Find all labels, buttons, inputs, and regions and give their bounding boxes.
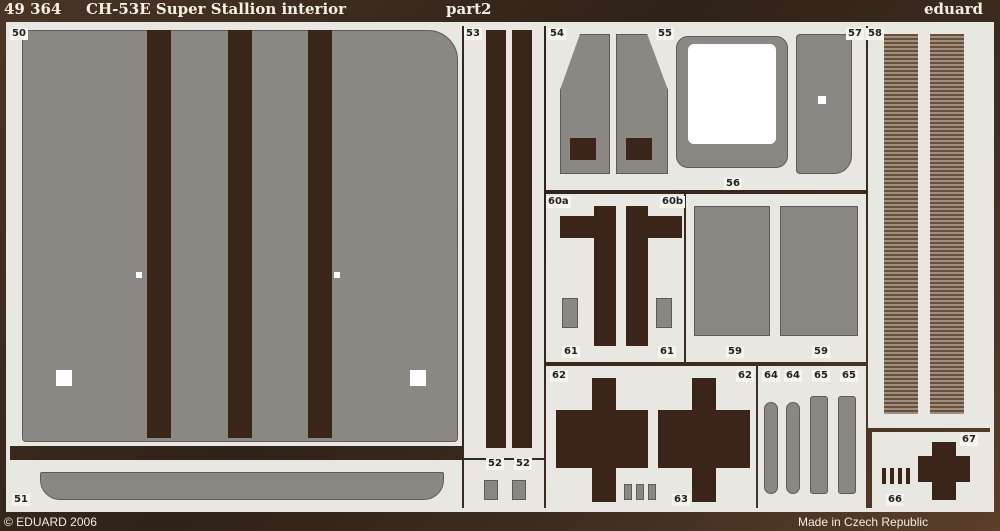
part-50-cutout-right (410, 370, 426, 386)
label-57: 57 (846, 28, 864, 40)
label-55: 55 (656, 28, 674, 40)
part-58-strip-left (884, 34, 918, 414)
part-66-pin-d (906, 468, 910, 484)
label-59a: 59 (726, 346, 744, 358)
part-50-cutout-left (56, 370, 72, 386)
label-54: 54 (548, 28, 566, 40)
part-59-left (694, 206, 770, 336)
part-55-window (626, 138, 652, 160)
label-52a: 52 (486, 458, 504, 470)
frame-left (6, 22, 10, 512)
part-56-opening (688, 44, 776, 144)
part-66-pin-a (882, 468, 886, 484)
part-61-left (562, 298, 578, 328)
label-60b: 60b (660, 196, 686, 208)
set-title: CH-53E Super Stallion interior (86, 0, 347, 18)
part-66-pin-c (898, 468, 902, 484)
label-65b: 65 (840, 370, 858, 382)
part-60b-arm (632, 216, 682, 238)
part-57-panel (796, 34, 852, 174)
part-63-piece-b (636, 484, 644, 500)
part-50-rail-1 (147, 30, 171, 438)
part-53-rail-1 (486, 30, 506, 448)
part-58-strip-right (930, 34, 964, 414)
part-60b-body (626, 206, 648, 346)
label-51: 51 (12, 494, 30, 506)
part-67-cross-v (932, 442, 956, 500)
label-58: 58 (866, 28, 884, 40)
frame-right (990, 22, 994, 512)
label-62a: 62 (550, 370, 568, 382)
part-52-frame (464, 460, 544, 508)
set-code: 49 364 (4, 0, 62, 18)
part-53-rail-2 (512, 30, 532, 448)
part-50-rail-3 (308, 30, 332, 438)
part-52-piece-a (484, 480, 498, 500)
label-66: 66 (886, 494, 904, 506)
part-50-hole-b (334, 272, 340, 278)
part-63-piece-a (624, 484, 632, 500)
part-62-right-spine (692, 378, 716, 502)
copyright-text: © EDUARD 2006 (4, 515, 97, 529)
label-56: 56 (724, 178, 742, 190)
part-50-rail-2 (228, 30, 252, 438)
label-65a: 65 (812, 370, 830, 382)
part-64-left (764, 402, 778, 494)
part-57-hole (818, 96, 826, 104)
brand-logo: eduard (924, 0, 984, 18)
label-63: 63 (672, 494, 690, 506)
label-62b: 62 (736, 370, 754, 382)
set-part: part2 (446, 0, 492, 18)
part-50-hole-a (136, 272, 142, 278)
label-59b: 59 (812, 346, 830, 358)
origin-text: Made in Czech Republic (798, 515, 929, 529)
part-63-piece-c (648, 484, 656, 500)
label-53: 53 (464, 28, 482, 40)
part-64-right (786, 402, 800, 494)
part-66-pin-b (890, 468, 894, 484)
label-67: 67 (960, 434, 978, 446)
label-64b: 64 (784, 370, 802, 382)
part-54-window (570, 138, 596, 160)
label-64a: 64 (762, 370, 780, 382)
part-65-right (838, 396, 856, 494)
label-61a: 61 (562, 346, 580, 358)
part-62-left-spine (592, 378, 616, 502)
part-52-piece-b (512, 480, 526, 500)
frame-bottom (6, 508, 994, 512)
label-61b: 61 (658, 346, 676, 358)
part-59-right (780, 206, 858, 336)
part-61-right (656, 298, 672, 328)
label-60a: 60a (546, 196, 571, 208)
part-51-strip (40, 472, 444, 500)
label-50: 50 (10, 28, 28, 40)
label-52b: 52 (514, 458, 532, 470)
part-60a-body (594, 206, 616, 346)
frame-top (6, 22, 994, 26)
part-65-left (810, 396, 828, 494)
